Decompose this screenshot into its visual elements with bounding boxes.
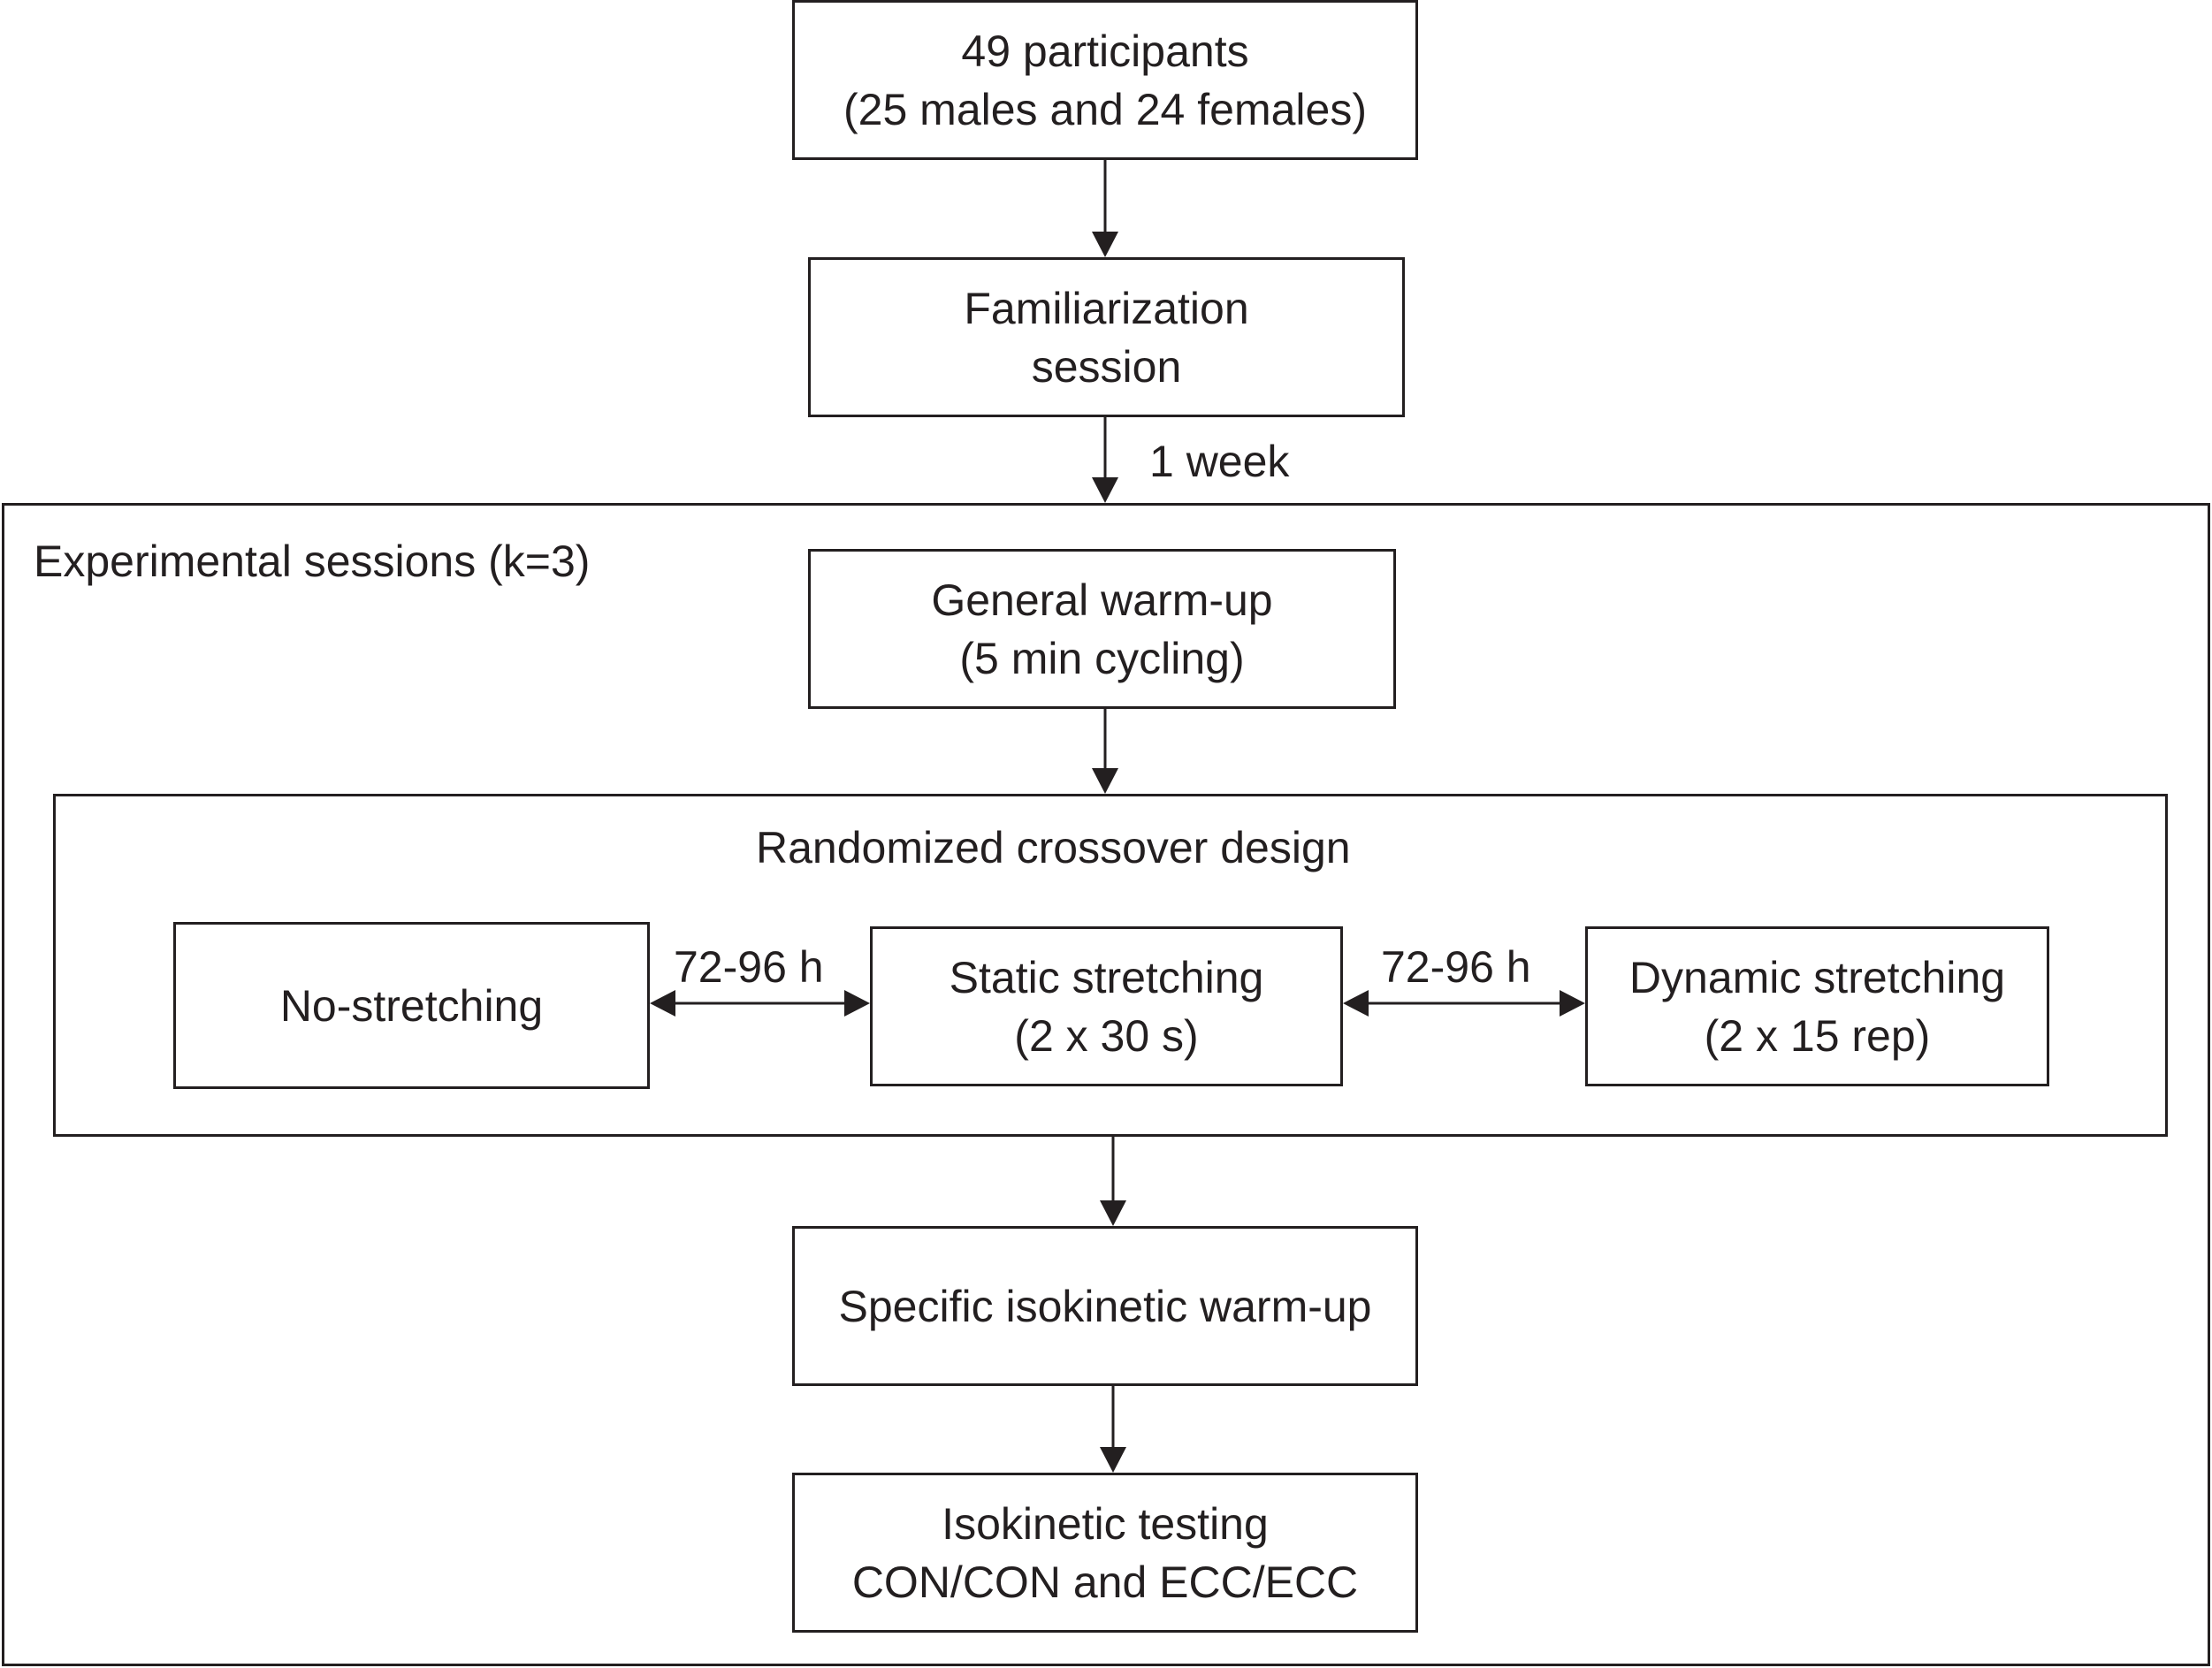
no-stretching-box: No-stretching: [173, 922, 650, 1089]
washout-label-left: 72-96 h: [674, 942, 824, 992]
specific-warmup-box: Specific isokinetic warm-up: [792, 1226, 1418, 1386]
familiarization-box: Familiarization session: [808, 257, 1405, 417]
crossover-design-title: Randomized crossover design: [756, 823, 1351, 872]
general-warmup-line1: General warm-up: [931, 575, 1273, 625]
arrowhead-dynamic-right: [1560, 990, 1585, 1017]
experimental-sessions-title: Experimental sessions (k=3): [34, 537, 591, 586]
general-warmup-box: General warm-up (5 min cycling): [808, 549, 1396, 709]
arrowhead-familiarization: [1092, 232, 1118, 257]
dynamic-stretching-line2: (2 x 15 rep): [1704, 1010, 1931, 1061]
familiarization-line2: session: [1031, 341, 1182, 392]
familiarization-line1: Familiarization: [964, 283, 1249, 333]
static-stretching-line2: (2 x 30 s): [1014, 1010, 1199, 1061]
arrowhead-static-left: [1343, 990, 1369, 1017]
arrowhead-crossover: [1092, 768, 1118, 794]
participants-box: 49 participants (25 males and 24 females…: [792, 0, 1418, 160]
isokinetic-testing-line2: CON/CON and ECC/ECC: [851, 1557, 1359, 1607]
participants-breakdown: (25 males and 24 females): [843, 84, 1367, 134]
static-stretching-box: Static stretching (2 x 30 s): [870, 926, 1343, 1086]
arrowhead-static-right: [844, 990, 870, 1017]
arrowhead-no-left: [650, 990, 675, 1017]
arrowhead-specific: [1100, 1200, 1126, 1226]
no-stretching-label: No-stretching: [279, 980, 544, 1031]
specific-warmup-label: Specific isokinetic warm-up: [838, 1281, 1372, 1331]
dynamic-stretching-box: Dynamic stretching (2 x 15 rep): [1585, 926, 2049, 1086]
static-stretching-line1: Static stretching: [949, 952, 1264, 1002]
general-warmup-line2: (5 min cycling): [959, 633, 1245, 683]
isokinetic-testing-line1: Isokinetic testing: [942, 1498, 1269, 1549]
interval-label: 1 week: [1149, 437, 1290, 486]
dynamic-stretching-line1: Dynamic stretching: [1628, 952, 2006, 1002]
arrowhead-testing: [1100, 1447, 1126, 1473]
arrowhead-experimental: [1092, 477, 1118, 503]
isokinetic-testing-box: Isokinetic testing CON/CON and ECC/ECC: [792, 1473, 1418, 1633]
participants-count: 49 participants: [961, 26, 1249, 76]
washout-label-right: 72-96 h: [1381, 942, 1531, 992]
